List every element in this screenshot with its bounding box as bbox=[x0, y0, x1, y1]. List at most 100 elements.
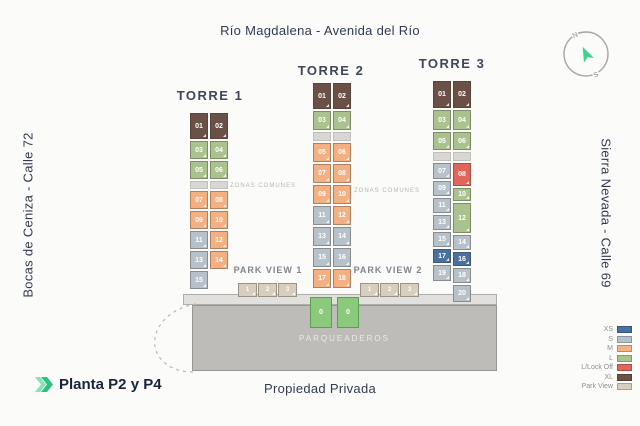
unit-torre-2-15[interactable]: 15 bbox=[313, 248, 331, 267]
park-view-unit-1[interactable]: 1 bbox=[360, 283, 379, 297]
legend-swatch-s bbox=[617, 335, 632, 343]
unit-torre-2-03[interactable]: 03 bbox=[313, 111, 331, 130]
legend-label: L bbox=[609, 354, 613, 362]
park-view-unit-3[interactable]: 3 bbox=[400, 283, 419, 297]
park-view-unit-2[interactable]: 2 bbox=[258, 283, 277, 297]
unit-torre-2-13[interactable]: 13 bbox=[313, 227, 331, 246]
unit-torre-3-14[interactable]: 14 bbox=[453, 235, 471, 250]
unit-torre-1-11[interactable]: 11 bbox=[190, 231, 208, 249]
access-unit-2[interactable]: 0 bbox=[337, 297, 359, 328]
legend-swatch-lo bbox=[617, 364, 632, 371]
legend-swatch-pv bbox=[617, 383, 632, 390]
common-zone-block bbox=[210, 181, 228, 189]
unit-torre-2-12[interactable]: 12 bbox=[333, 206, 351, 225]
unit-torre-1-01[interactable]: 01 bbox=[190, 113, 208, 139]
legend-row-m: M bbox=[607, 345, 632, 352]
unit-torre-3-03[interactable]: 03 bbox=[433, 110, 451, 130]
tower-2-grid: 01 03 05 07 09 11 13 15 17 02 04 06 08 10 12 14 16 18 bbox=[313, 83, 351, 288]
unit-torre-2-10[interactable]: 10 bbox=[333, 185, 351, 204]
legend-label: S bbox=[608, 335, 613, 343]
unit-torre-3-12[interactable]: 12 bbox=[453, 203, 471, 233]
unit-torre-3-07[interactable]: 07 bbox=[433, 163, 451, 179]
legend-row-xs: XS bbox=[604, 326, 632, 333]
park-view-unit-2[interactable]: 2 bbox=[380, 283, 399, 297]
unit-torre-3-01[interactable]: 01 bbox=[433, 81, 451, 108]
legend-row-xl: XL bbox=[604, 373, 632, 381]
unit-torre-2-06[interactable]: 06 bbox=[333, 143, 351, 162]
park-view-unit-3[interactable]: 3 bbox=[278, 283, 297, 297]
legend-label: XS bbox=[603, 326, 613, 333]
unit-torre-2-05[interactable]: 05 bbox=[313, 143, 331, 162]
unit-torre-1-03[interactable]: 03 bbox=[190, 141, 208, 159]
legend-swatch-xs bbox=[617, 326, 632, 333]
tower-2-title: TORRE 2 bbox=[297, 63, 365, 78]
legend-row-lo: L/Lock Off bbox=[581, 364, 632, 371]
plan-title: Planta P2 y P4 bbox=[59, 376, 162, 393]
legend-label: L/Lock Off bbox=[581, 364, 613, 371]
unit-torre-3-16[interactable]: 16 bbox=[453, 252, 471, 266]
unit-torre-3-19[interactable]: 19 bbox=[433, 265, 451, 281]
park-view-2-title: PARK VIEW 2 bbox=[353, 265, 423, 275]
unit-torre-2-09[interactable]: 09 bbox=[313, 185, 331, 204]
unit-torre-1-02[interactable]: 02 bbox=[210, 113, 228, 139]
common-zone-block bbox=[333, 132, 351, 141]
unit-torre-2-01[interactable]: 01 bbox=[313, 83, 331, 109]
unit-torre-2-07[interactable]: 07 bbox=[313, 164, 331, 183]
unit-torre-3-09[interactable]: 09 bbox=[433, 181, 451, 196]
unit-torre-3-02[interactable]: 02 bbox=[453, 81, 471, 108]
unit-torre-3-06[interactable]: 06 bbox=[453, 132, 471, 150]
unit-torre-3-05[interactable]: 05 bbox=[433, 132, 451, 150]
unit-torre-2-17[interactable]: 17 bbox=[313, 269, 331, 288]
compass-north-label: N bbox=[572, 31, 580, 39]
unit-torre-3-08[interactable]: 08 bbox=[453, 163, 471, 186]
common-zone-block bbox=[313, 132, 331, 141]
unit-torre-3-10[interactable]: 10 bbox=[453, 188, 471, 201]
unit-torre-1-14[interactable]: 14 bbox=[210, 251, 228, 269]
park-view-unit-1[interactable]: 1 bbox=[238, 283, 257, 297]
unit-torre-1-12[interactable]: 12 bbox=[210, 231, 228, 249]
unit-torre-1-13[interactable]: 13 bbox=[190, 251, 208, 269]
unit-torre-1-10[interactable]: 10 bbox=[210, 211, 228, 229]
unit-torre-3-15[interactable]: 15 bbox=[433, 232, 451, 247]
unit-torre-3-11[interactable]: 11 bbox=[433, 198, 451, 213]
street-label-left: Bocas de Ceniza - Calle 72 bbox=[20, 132, 36, 298]
compass-arrow-icon bbox=[582, 46, 594, 63]
legend-swatch-l bbox=[617, 354, 632, 362]
unit-torre-2-16[interactable]: 16 bbox=[333, 248, 351, 267]
legend-label: Park View bbox=[581, 383, 613, 390]
unit-torre-1-15[interactable]: 15 bbox=[190, 271, 208, 289]
unit-torre-3-20[interactable]: 20 bbox=[453, 285, 471, 302]
unit-torre-3-13[interactable]: 13 bbox=[433, 215, 451, 230]
parking-label: PARQUEADEROS bbox=[299, 333, 390, 343]
plan-tag: Planta P2 y P4 bbox=[35, 376, 162, 393]
legend-row-s: S bbox=[608, 335, 632, 343]
torre-1-column-2: 02 04 06 08 10 12 14 bbox=[210, 113, 228, 289]
unit-torre-2-11[interactable]: 11 bbox=[313, 206, 331, 225]
unit-torre-2-08[interactable]: 08 bbox=[333, 164, 351, 183]
unit-torre-1-06[interactable]: 06 bbox=[210, 161, 228, 179]
unit-torre-1-08[interactable]: 08 bbox=[210, 191, 228, 209]
unit-torre-1-05[interactable]: 05 bbox=[190, 161, 208, 179]
torre-2-column-1: 01 03 05 07 09 11 13 15 17 bbox=[313, 83, 331, 288]
unit-torre-2-02[interactable]: 02 bbox=[333, 83, 351, 109]
unit-torre-1-09[interactable]: 09 bbox=[190, 211, 208, 229]
unit-torre-1-04[interactable]: 04 bbox=[210, 141, 228, 159]
unit-torre-2-18[interactable]: 18 bbox=[333, 269, 351, 288]
unit-torre-2-04[interactable]: 04 bbox=[333, 111, 351, 130]
street-label-top: Río Magdalena - Avenida del Río bbox=[220, 23, 420, 38]
unit-torre-1-07[interactable]: 07 bbox=[190, 191, 208, 209]
legend-swatch-m bbox=[617, 345, 632, 352]
unit-torre-3-17[interactable]: 17 bbox=[433, 249, 451, 263]
torre-2-column-2: 02 04 06 08 10 12 14 16 18 bbox=[333, 83, 351, 288]
unit-torre-3-18[interactable]: 18 bbox=[453, 268, 471, 283]
compass-south-label: S bbox=[593, 71, 600, 79]
park-view-1-title: PARK VIEW 1 bbox=[233, 265, 303, 275]
access-unit-1[interactable]: 0 bbox=[310, 297, 332, 328]
unit-torre-3-04[interactable]: 04 bbox=[453, 110, 471, 130]
unit-torre-2-14[interactable]: 14 bbox=[333, 227, 351, 246]
